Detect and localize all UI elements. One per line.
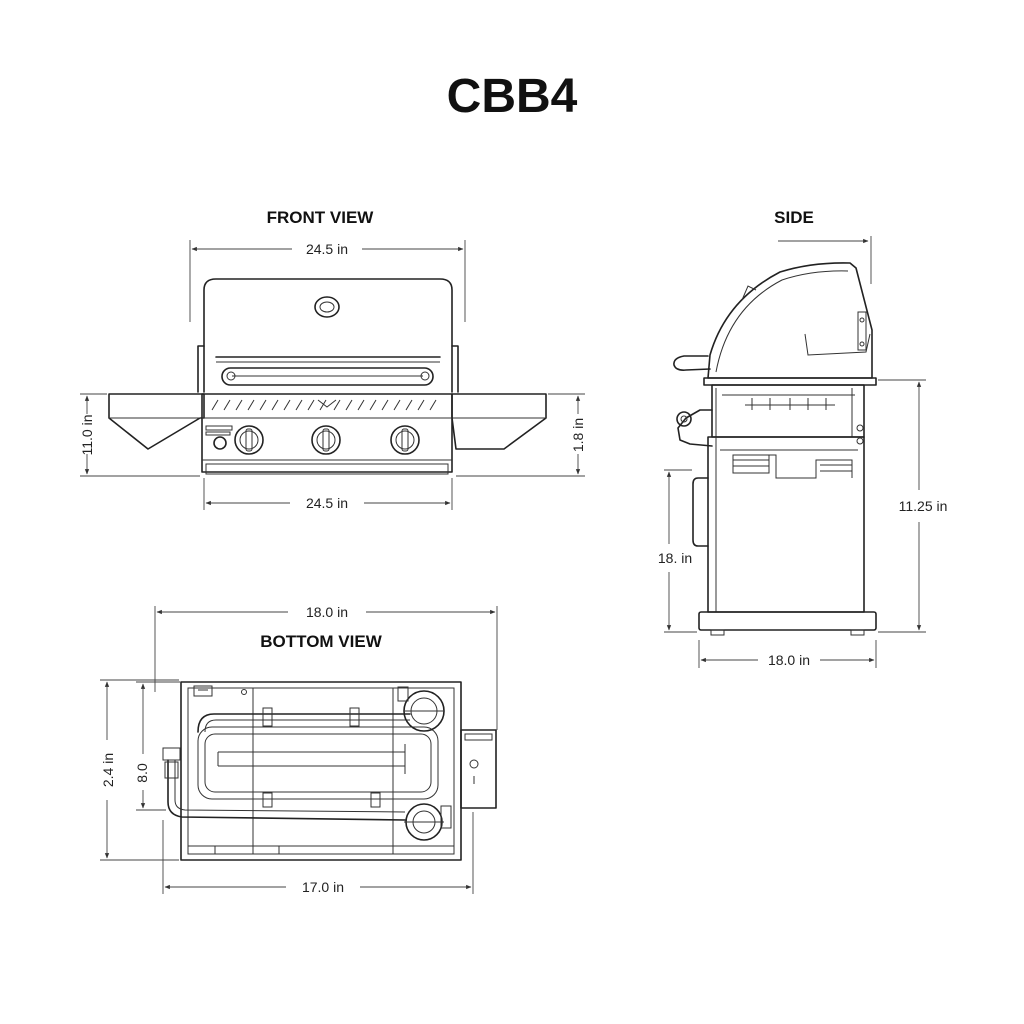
side-dim-right: 11.25 in	[899, 498, 948, 514]
side-handle	[673, 355, 711, 371]
bottom-side-panel	[460, 729, 497, 809]
bottom-dim-left-inner: 8.0	[134, 763, 150, 783]
front-dim-top: 24.5 in	[306, 241, 348, 257]
bottom-dim-bottom: 17.0 in	[302, 879, 344, 895]
bottom-view-label: BOTTOM VIEW	[260, 632, 382, 651]
burner-knob-1	[234, 425, 264, 455]
front-dim-left: 11.0 in	[79, 415, 95, 456]
bottom-dim-left-outer: 2.4 in	[100, 753, 116, 787]
regulator-top	[397, 686, 445, 732]
left-side-shelf	[108, 393, 205, 450]
front-view: FRONT VIEW 24.5 in	[79, 208, 586, 511]
igniter-button	[213, 436, 227, 450]
bottom-view: 18.0 in BOTTOM VIEW	[100, 604, 498, 895]
side-cabinet	[707, 436, 865, 613]
side-knob-housing	[677, 409, 713, 447]
right-side-shelf	[451, 393, 547, 450]
side-knob-icon	[676, 411, 692, 427]
burner-knob-3	[390, 425, 420, 455]
gas-inlet-pipe	[167, 759, 406, 821]
bottom-dim-top: 18.0 in	[306, 604, 348, 620]
side-view: SIDE	[658, 208, 948, 668]
front-dim-bottom: 24.5 in	[306, 495, 348, 511]
lid-handle	[221, 367, 434, 386]
regulator-bottom	[404, 803, 452, 841]
grill-lid	[203, 278, 453, 393]
bottom-body	[180, 681, 462, 861]
control-panel	[201, 393, 453, 473]
side-dim-bottom: 18.0 in	[768, 652, 810, 668]
side-dim-left: 18. in	[658, 550, 692, 566]
side-hood	[707, 262, 873, 379]
front-dim-right: 1.8 in	[570, 418, 586, 452]
side-base	[698, 611, 877, 631]
front-view-label: FRONT VIEW	[267, 208, 375, 227]
burner-knob-2	[311, 425, 341, 455]
drawing-title: CBB4	[447, 70, 578, 123]
thermometer-icon	[314, 296, 340, 318]
cabinet-door-handle	[692, 477, 709, 547]
side-view-label: SIDE	[774, 208, 814, 227]
side-top-shelf	[703, 377, 877, 386]
